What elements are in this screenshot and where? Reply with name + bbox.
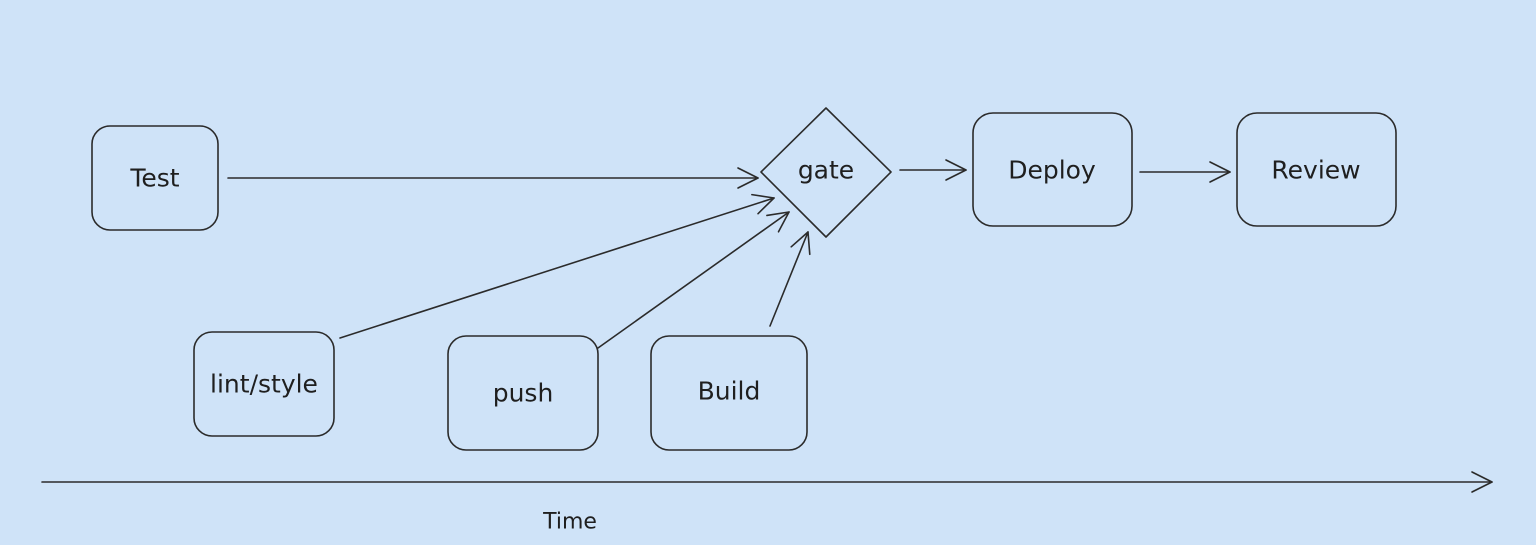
- node-build-label: Build: [698, 377, 761, 406]
- edge-build-to-gate: [769, 231, 811, 327]
- node-review[interactable]: Review: [1236, 112, 1397, 227]
- node-deploy-label: Deploy: [1008, 156, 1096, 185]
- node-build[interactable]: Build: [650, 335, 808, 451]
- node-gate[interactable]: gate: [760, 107, 892, 238]
- node-push-label: push: [493, 379, 554, 408]
- node-lint-style-label: lint/style: [210, 370, 318, 399]
- node-gate-label: gate: [798, 156, 854, 185]
- node-test[interactable]: Test: [91, 125, 219, 231]
- time-axis-label: Time: [542, 510, 597, 535]
- node-review-label: Review: [1271, 156, 1360, 185]
- edge-push-to-gate: [597, 211, 790, 349]
- node-lint-style[interactable]: lint/style: [193, 331, 335, 437]
- node-push[interactable]: push: [447, 335, 599, 451]
- node-deploy[interactable]: Deploy: [972, 112, 1133, 227]
- edge-lint-to-gate: [339, 193, 775, 339]
- node-test-label: Test: [129, 164, 179, 193]
